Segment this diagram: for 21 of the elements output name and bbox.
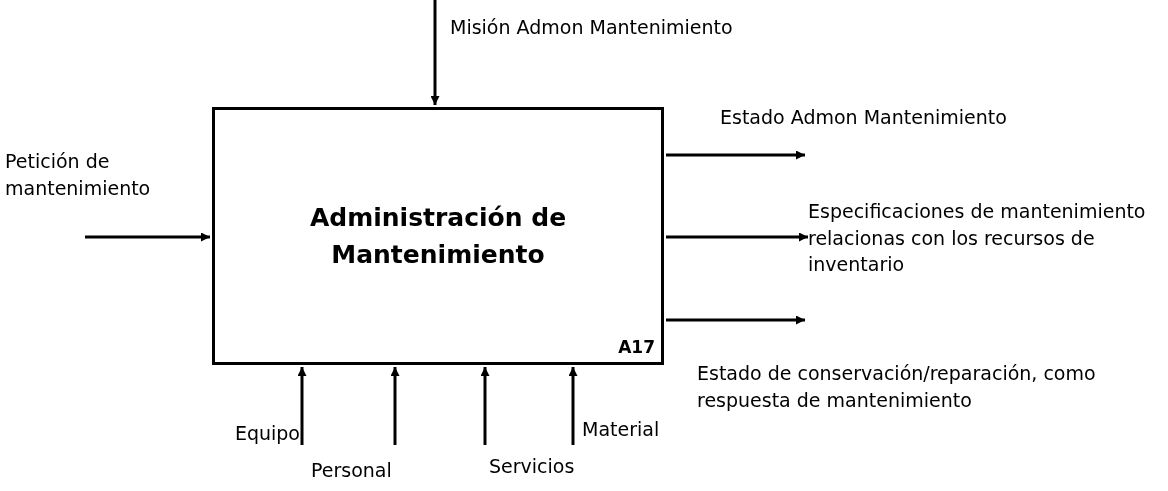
arrow-label: Petición de mantenimiento bbox=[5, 149, 152, 201]
arrow-label: Estado Admon Mantenimiento bbox=[720, 105, 1008, 130]
box-title: Administración de Mantenimiento bbox=[308, 201, 568, 271]
arrow bbox=[666, 232, 808, 242]
arrow-label: Estado de conservación/reparación, como respuesta de mantenimiento bbox=[697, 361, 1097, 413]
arrow bbox=[430, 0, 440, 105]
process-box bbox=[212, 107, 664, 365]
arrow bbox=[390, 367, 400, 445]
arrow-label: Material bbox=[582, 417, 661, 442]
arrow bbox=[85, 232, 210, 242]
arrow-label: Servicios bbox=[489, 454, 576, 479]
node-number: A17 bbox=[618, 335, 655, 359]
arrow-label: Especificaciones de mantenimiento relacionas con los recursos de inventario bbox=[808, 199, 1147, 278]
arrow-label: Misión Admon Mantenimiento bbox=[450, 15, 734, 40]
arrow bbox=[480, 367, 490, 445]
arrow-label: Personal bbox=[311, 458, 393, 483]
arrow bbox=[297, 367, 307, 445]
arrow bbox=[666, 150, 805, 160]
arrow-label: Equipo bbox=[233, 421, 300, 446]
arrow bbox=[666, 315, 805, 325]
arrow bbox=[568, 367, 578, 445]
